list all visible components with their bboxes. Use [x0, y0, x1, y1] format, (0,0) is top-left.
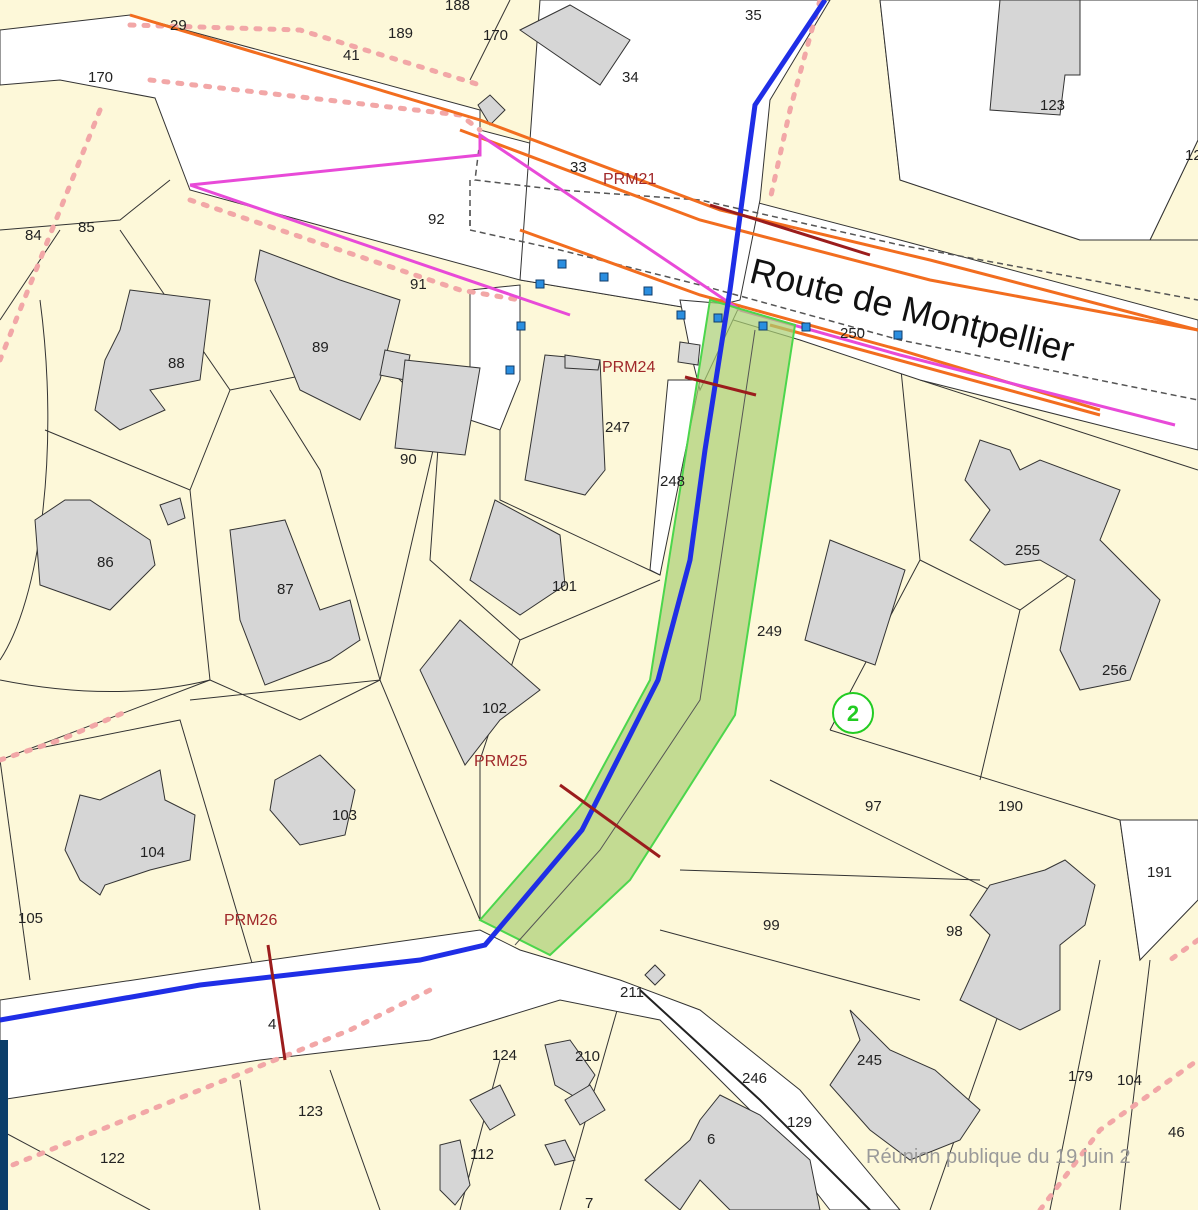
slide-edge-strip: [0, 1040, 8, 1210]
parcel-label: 189: [388, 25, 413, 42]
parcel-label: 35: [745, 7, 762, 24]
parcel-label: 87: [277, 581, 294, 598]
parcel-label: 170: [88, 69, 113, 86]
parcel-label: 89: [312, 339, 329, 356]
parcel-label: 33: [570, 159, 587, 176]
parcel-label: 247: [605, 419, 630, 436]
parcel-label: 105: [18, 910, 43, 927]
zone-2-inner-line: [514, 329, 756, 946]
parcel-label: 41: [343, 47, 360, 64]
parcel-label: 122: [100, 1150, 125, 1167]
parcel-label: 123: [298, 1103, 323, 1120]
parcel-label: 91: [410, 276, 427, 293]
prm-labels: PRM21 PRM24 PRM25 PRM26: [224, 171, 656, 929]
dashed-network: [469, 139, 1198, 401]
parcel-label: 129: [787, 1114, 812, 1131]
parcel-label: 246: [742, 1070, 767, 1087]
parcel-label: 250: [840, 325, 865, 342]
buildings: [34, 0, 1161, 1210]
parcel-label: 191: [1147, 864, 1172, 881]
parcel-label: 188: [445, 0, 470, 14]
zone-2-area: [478, 298, 797, 957]
prm-label: PRM21: [603, 171, 656, 188]
prm-label: PRM25: [474, 753, 527, 770]
water-main-line: [0, 0, 828, 1023]
zone-badge-number: 2: [847, 701, 859, 726]
parcel-label: 179: [1068, 1068, 1093, 1085]
blue-markers: [505, 259, 903, 375]
parcel-label: 249: [757, 623, 782, 640]
parcel-label: 85: [78, 219, 95, 236]
parcel-label: 256: [1102, 662, 1127, 679]
parcel-label: 97: [865, 798, 882, 815]
parcel-label: 170: [483, 27, 508, 44]
parcel-label: 101: [552, 578, 577, 595]
zone-badge: 2: [832, 692, 874, 734]
prm-label: PRM24: [602, 359, 655, 376]
footer-text: Réunion publique du 19 juin 2: [866, 1146, 1131, 1168]
prm-cut-lines: [266, 203, 871, 1061]
parcel-label: 46: [1168, 1124, 1185, 1141]
parcel-label: 245: [857, 1052, 882, 1069]
parcel-label: 99: [763, 917, 780, 934]
road-edge-line: [639, 989, 871, 1210]
parcel-label: 104: [1117, 1072, 1142, 1089]
parcel-label: 7: [585, 1195, 593, 1210]
parcel-label: 103: [332, 807, 357, 824]
parcel-labels: 29 188 189 170 35 41 170 34 123 12 33 92…: [18, 0, 1198, 1210]
parcel-label: 211: [620, 984, 644, 1001]
parcel-label: 123: [1040, 97, 1065, 114]
parcel-label: 6: [707, 1131, 715, 1148]
parcel-label: 29: [170, 17, 187, 34]
parcel-label: 86: [97, 554, 114, 571]
parcel-label: 112: [470, 1146, 494, 1163]
prm-label: PRM26: [224, 912, 277, 929]
parcel-label: 90: [400, 451, 417, 468]
parcel-label: 12: [1185, 147, 1198, 164]
parcel-label: 88: [168, 355, 185, 372]
parcel-label: 102: [482, 700, 507, 717]
parcel-label: 210: [575, 1048, 600, 1065]
parcel-label: 98: [946, 923, 963, 940]
parcel-label: 255: [1015, 542, 1040, 559]
parcel-label: 92: [428, 211, 445, 228]
parcel-label: 104: [140, 844, 165, 861]
parcel-label: 248: [660, 473, 685, 490]
parcel-label: 124: [492, 1047, 517, 1064]
parcel-label: 84: [25, 227, 42, 244]
parcel-label: 34: [622, 69, 639, 86]
parcel-label: 4: [268, 1016, 276, 1033]
parcel-label: 190: [998, 798, 1023, 815]
